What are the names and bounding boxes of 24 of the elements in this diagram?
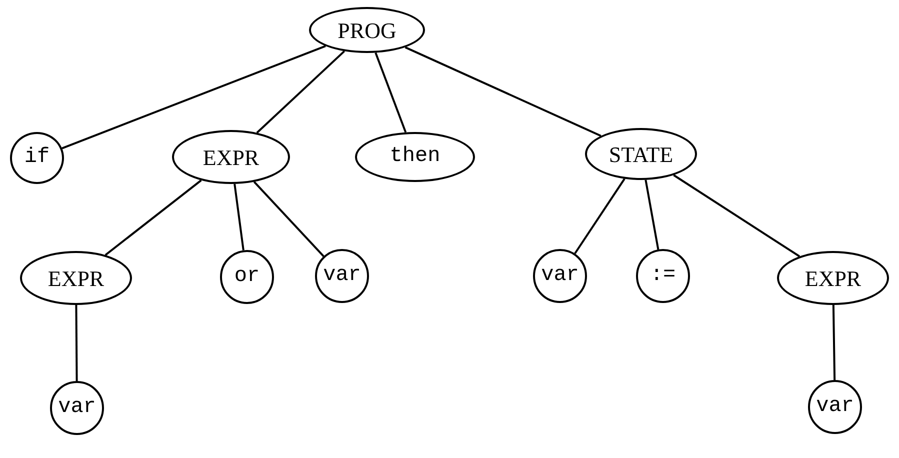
tree-node: :=	[636, 249, 690, 303]
tree-edge	[75, 305, 78, 381]
tree-node: STATE	[585, 128, 697, 180]
tree-node: EXPR	[20, 251, 132, 305]
tree-edge	[62, 45, 326, 150]
tree-edge	[253, 181, 324, 257]
tree-node: EXPR	[172, 130, 290, 184]
tree-edge	[673, 174, 800, 258]
tree-node: then	[355, 132, 475, 182]
tree-edge	[574, 178, 626, 254]
tree-node: if	[10, 132, 64, 184]
tree-node: EXPR	[777, 251, 889, 305]
tree-node: var	[533, 249, 587, 303]
tree-node: PROG	[309, 7, 425, 53]
tree-node: var	[808, 380, 862, 434]
tree-edge	[644, 180, 660, 250]
tree-node: var	[315, 249, 369, 303]
tree-edge	[832, 304, 836, 380]
tree-edge	[404, 46, 602, 137]
tree-edge	[104, 180, 202, 256]
tree-node: var	[50, 381, 104, 435]
tree-node: or	[220, 250, 274, 304]
tree-edge	[374, 52, 407, 133]
tree-edge	[234, 184, 244, 250]
